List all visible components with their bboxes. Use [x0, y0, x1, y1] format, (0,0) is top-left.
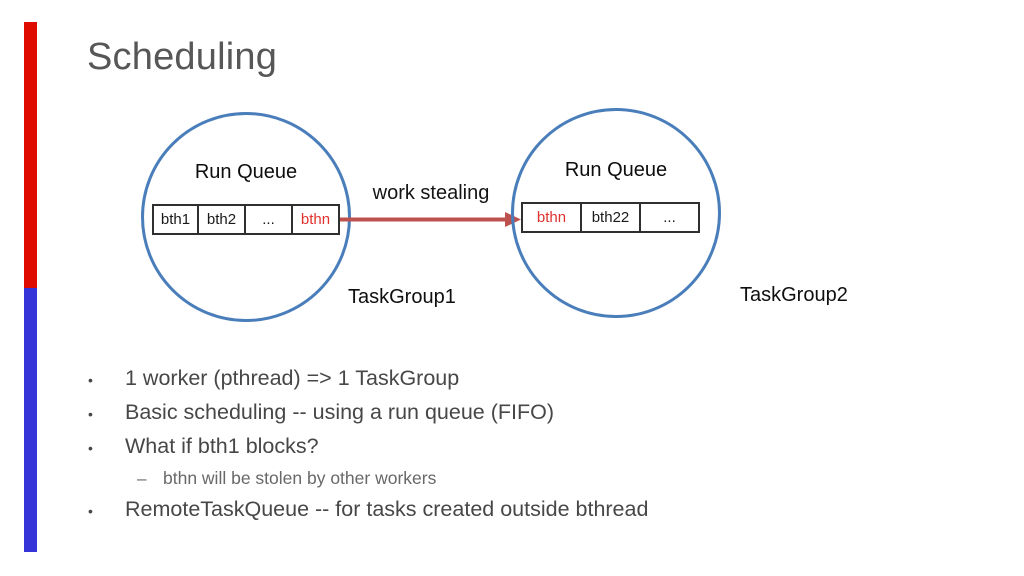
sub-bullet-item: – bthn will be stolen by other workers — [137, 468, 908, 489]
taskgroup2-label: TaskGroup2 — [740, 284, 848, 306]
queue-cell: ... — [641, 202, 700, 233]
bullet-text: Basic scheduling -- using a run queue (F… — [125, 400, 555, 424]
taskgroup1-run-queue-title: Run Queue — [194, 161, 298, 183]
queue-cell: bth22 — [582, 202, 641, 233]
bullet-item: • Basic scheduling -- using a run queue … — [88, 400, 908, 426]
queue-cell: bth1 — [152, 204, 199, 235]
slide-title: Scheduling — [87, 36, 278, 78]
bullet-text: RemoteTaskQueue -- for tasks created out… — [125, 497, 649, 521]
bullet-item: • 1 worker (pthread) => 1 TaskGroup — [88, 366, 908, 392]
bullet-marker: • — [88, 440, 93, 456]
sub-bullet-text: bthn will be stolen by other workers — [163, 468, 437, 488]
bullet-marker: • — [88, 406, 93, 422]
taskgroup1-circle — [141, 112, 351, 322]
bullet-marker: • — [88, 372, 93, 388]
taskgroup2-run-queue-table: bthn bth22 ... — [521, 202, 700, 233]
queue-cell-highlighted: bthn — [521, 202, 582, 233]
taskgroup2-run-queue-title: Run Queue — [564, 159, 668, 181]
taskgroup1-label: TaskGroup1 — [348, 286, 456, 308]
bullet-marker: • — [88, 503, 93, 519]
work-stealing-arrow-icon — [340, 212, 521, 227]
queue-cell: bth2 — [199, 204, 246, 235]
work-stealing-label: work stealing — [372, 182, 490, 204]
bullet-item: • RemoteTaskQueue -- for tasks created o… — [88, 497, 908, 523]
queue-cell-highlighted: bthn — [293, 204, 340, 235]
bullet-text: What if bth1 blocks? — [125, 434, 319, 458]
sub-bullet-marker: – — [137, 469, 147, 488]
accent-bar-red — [24, 22, 37, 288]
accent-bar-blue — [24, 288, 37, 552]
bullet-item: • What if bth1 blocks? — [88, 434, 908, 460]
queue-cell: ... — [246, 204, 293, 235]
taskgroup2-circle — [511, 108, 721, 318]
taskgroup1-run-queue-table: bth1 bth2 ... bthn — [152, 204, 340, 235]
bullet-text: 1 worker (pthread) => 1 TaskGroup — [125, 366, 460, 390]
bullet-list: • 1 worker (pthread) => 1 TaskGroup • Ba… — [88, 366, 908, 531]
